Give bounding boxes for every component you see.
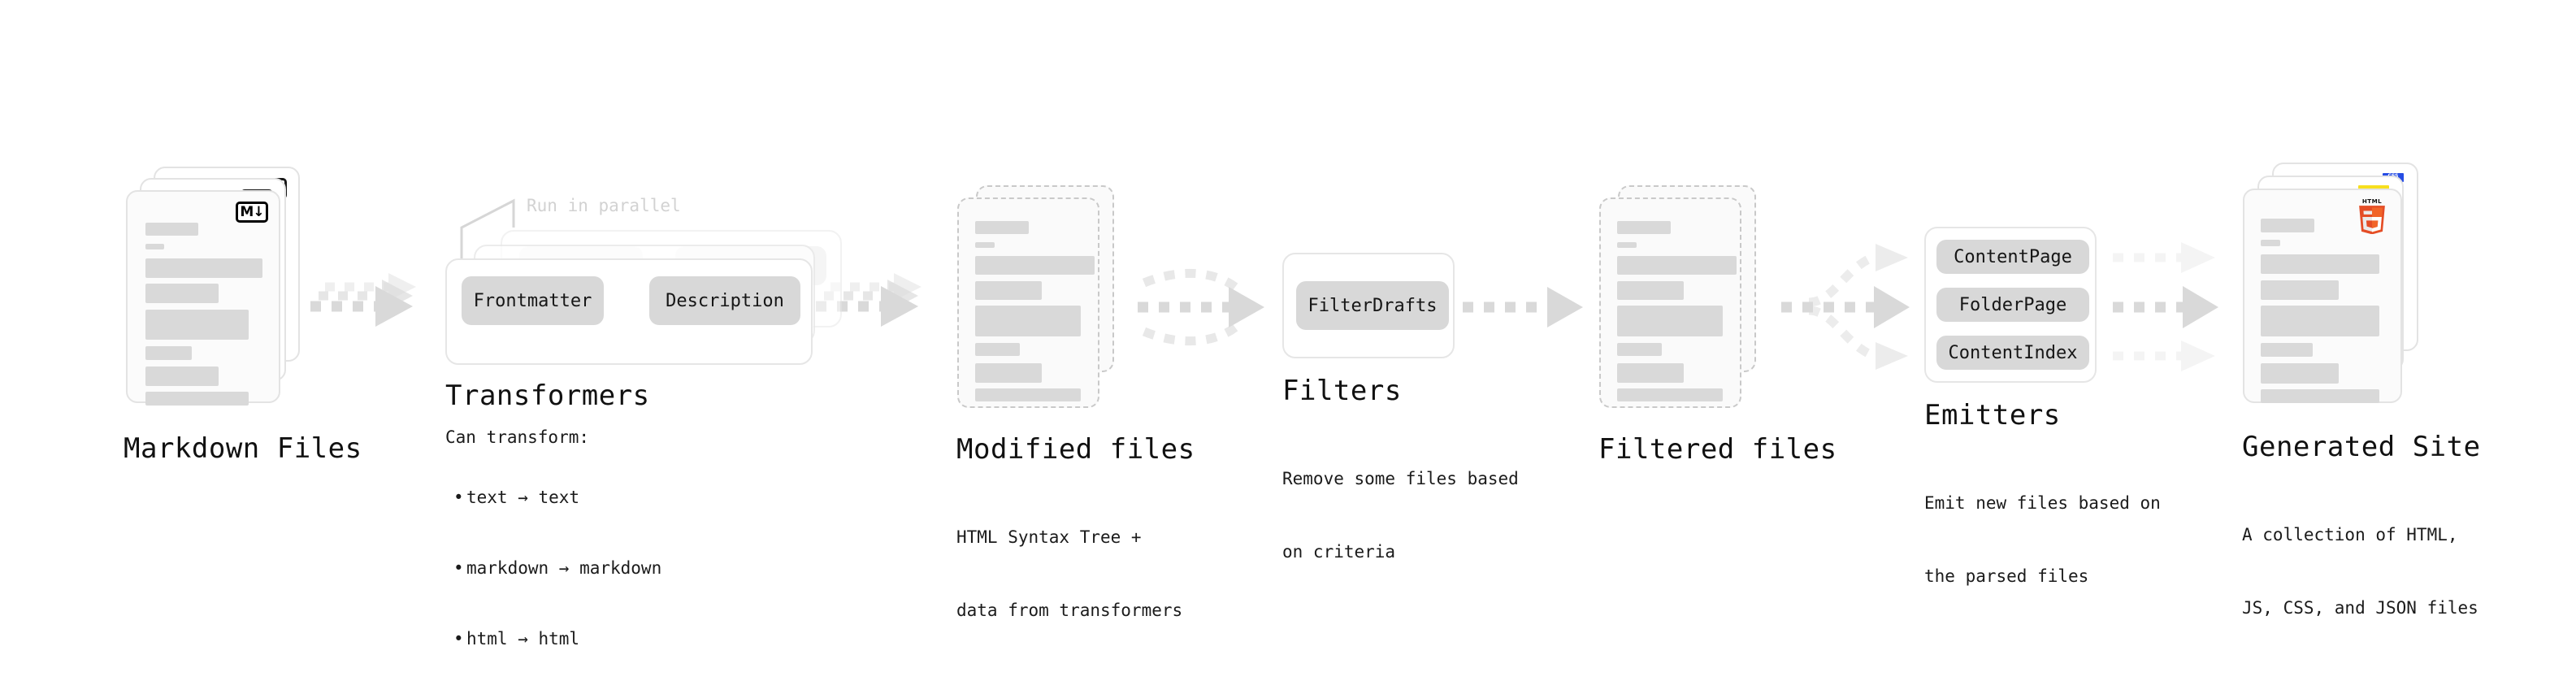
arrow-transformers-to-modified bbox=[816, 273, 922, 327]
run-in-parallel-bracket bbox=[460, 198, 515, 268]
doc-bar-sub bbox=[145, 244, 164, 249]
doc-bar-3 bbox=[975, 306, 1081, 336]
emitters-subtitle: Emit new files based on the parsed files bbox=[1924, 442, 2161, 637]
transformers-bullet-0: text → text bbox=[449, 486, 661, 510]
generated-site-subtitle-line-1: A collection of HTML, bbox=[2242, 525, 2458, 544]
emitter-pill-folderpage[interactable]: FolderPage bbox=[1936, 288, 2089, 322]
filtered-card-front bbox=[1599, 197, 1741, 408]
doc-bar-2 bbox=[975, 281, 1042, 300]
doc-bar-sub bbox=[2261, 240, 2280, 246]
doc-bar-3 bbox=[1617, 306, 1723, 336]
doc-bar-4 bbox=[145, 346, 192, 360]
modified-files-title: Modified files bbox=[956, 433, 1195, 466]
doc-bar-title bbox=[975, 221, 1029, 234]
doc-bar-1 bbox=[975, 256, 1095, 275]
emitters-title: Emitters bbox=[1924, 399, 2061, 432]
modified-files-subtitle-line-2: data from transformers bbox=[956, 601, 1183, 620]
doc-bar-4 bbox=[975, 343, 1020, 356]
transformers-bullet-list: text → text markdown → markdown html → h… bbox=[449, 439, 661, 681]
run-in-parallel-note: Run in parallel bbox=[527, 196, 681, 215]
transformer-pill-frontmatter[interactable]: Frontmatter bbox=[462, 276, 604, 325]
transformers-bullet-1: markdown → markdown bbox=[449, 557, 661, 580]
doc-bar-title bbox=[1617, 221, 1671, 234]
doc-bar-4 bbox=[2261, 343, 2313, 357]
stage-filtered-files: Filtered files bbox=[1598, 185, 1837, 466]
doc-bar-title bbox=[2261, 219, 2314, 232]
filters-subtitle-line-2: on criteria bbox=[1282, 542, 1396, 562]
doc-bar-2 bbox=[145, 284, 219, 303]
arrow-markdown-to-transformers bbox=[310, 273, 416, 327]
modified-files-subtitle: HTML Syntax Tree + data from transformer… bbox=[956, 476, 1182, 671]
filters-subtitle: Remove some files based on criteria bbox=[1282, 418, 1519, 613]
doc-bar-5 bbox=[2261, 363, 2339, 384]
html5-icon: HTML bbox=[2355, 197, 2389, 235]
doc-bar-5 bbox=[145, 367, 219, 386]
emitters-panel: ContentPage FolderPage ContentIndex bbox=[1924, 227, 2097, 383]
filters-title: Filters bbox=[1282, 375, 1402, 407]
emitter-pill-contentpage[interactable]: ContentPage bbox=[1936, 240, 2089, 274]
doc-bar-6 bbox=[975, 388, 1081, 401]
doc-bar-1 bbox=[2261, 254, 2379, 274]
arrow-emitters-to-generated bbox=[2113, 242, 2218, 371]
generated-card-stack: CSS HTML bbox=[2243, 163, 2438, 406]
doc-bar-6 bbox=[145, 392, 249, 406]
doc-bar-1 bbox=[145, 258, 262, 278]
markdown-card-front: M↓ bbox=[126, 190, 280, 406]
doc-bar-6 bbox=[2261, 389, 2379, 403]
svg-text:HTML: HTML bbox=[2362, 197, 2382, 205]
arrow-filtered-to-emitters bbox=[1781, 244, 1910, 370]
markdown-files-title: Markdown Files bbox=[124, 432, 362, 465]
emitters-subtitle-line-2: the parsed files bbox=[1924, 566, 2089, 586]
filters-subtitle-line-1: Remove some files based bbox=[1282, 469, 1519, 488]
generated-site-subtitle-line-2: JS, CSS, and JSON files bbox=[2242, 598, 2478, 618]
filtered-files-title: Filtered files bbox=[1598, 433, 1837, 466]
arrow-modified-to-filters bbox=[1138, 268, 1264, 346]
doc-bar-1 bbox=[1617, 256, 1737, 275]
doc-bar-sub bbox=[975, 242, 995, 248]
transformers-subtitle: Can transform: bbox=[445, 427, 590, 447]
stage-markdown-files: M↓ M↓ M↓ Markdown Files bbox=[124, 167, 362, 465]
transformer-pill-description[interactable]: Description bbox=[649, 276, 800, 325]
doc-bar-5 bbox=[975, 363, 1042, 383]
modified-files-subtitle-line-1: HTML Syntax Tree + bbox=[956, 527, 1142, 547]
emitters-subtitle-line-1: Emit new files based on bbox=[1924, 493, 2161, 513]
transformers-title: Transformers bbox=[445, 380, 650, 412]
generated-site-subtitle: A collection of HTML, JS, CSS, and JSON … bbox=[2242, 474, 2478, 669]
doc-bar-2 bbox=[2261, 280, 2339, 300]
filter-pill-filterdrafts[interactable]: FilterDrafts bbox=[1296, 281, 1449, 330]
doc-bar-4 bbox=[1617, 343, 1662, 356]
doc-bar-5 bbox=[1617, 363, 1684, 383]
doc-bar-title bbox=[145, 223, 198, 236]
generated-card-front: HTML bbox=[2243, 189, 2402, 403]
filtered-card-stack bbox=[1599, 185, 1778, 421]
doc-bar-3 bbox=[145, 310, 249, 340]
transformer-panel-front: Frontmatter Description bbox=[445, 258, 813, 365]
markdown-card-stack: M↓ M↓ M↓ bbox=[126, 167, 313, 410]
stage-modified-files: Modified files HTML Syntax Tree + data f… bbox=[956, 185, 1195, 620]
doc-bar-sub bbox=[1617, 242, 1637, 248]
stage-generated-site: CSS HTML bbox=[2242, 163, 2480, 618]
doc-bar-3 bbox=[2261, 306, 2379, 336]
doc-bar-2 bbox=[1617, 281, 1684, 300]
modified-card-front bbox=[957, 197, 1099, 408]
emitter-pill-contentindex[interactable]: ContentIndex bbox=[1936, 336, 2089, 370]
filters-panel: FilterDrafts bbox=[1282, 253, 1455, 358]
generated-site-title: Generated Site bbox=[2242, 431, 2481, 463]
doc-bar-6 bbox=[1617, 388, 1723, 401]
markdown-icon: M↓ bbox=[236, 202, 268, 223]
modified-card-stack bbox=[957, 185, 1136, 421]
html5-icon-svg: HTML bbox=[2359, 197, 2385, 235]
transformers-bullet-2: html → html bbox=[449, 627, 661, 651]
arrow-filters-to-filtered bbox=[1463, 287, 1583, 327]
